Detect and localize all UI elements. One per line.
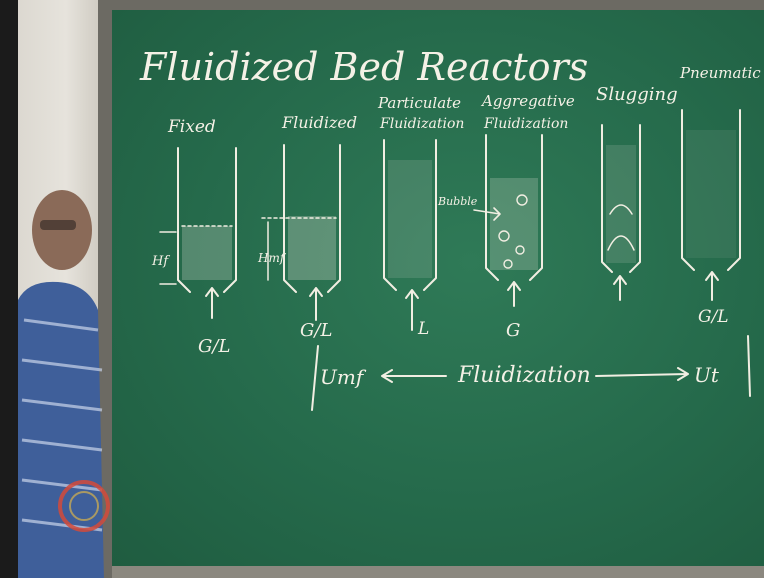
label-hf: Hf [151, 254, 170, 269]
label-fluidization: Fluidization [457, 363, 591, 388]
column-fixed: Hf G/L [151, 148, 236, 357]
label-fixed: Fixed [167, 117, 216, 137]
flow-fluidized: G/L [300, 320, 332, 341]
board-title: Fluidized Bed Reactors [139, 45, 588, 89]
label-bubble: Bubble [437, 195, 478, 208]
label-particulate: Particulate [377, 94, 461, 112]
flow-particulate: L [417, 319, 429, 339]
label-aggregative: Aggregative [480, 92, 575, 110]
flow-fixed: G/L [198, 336, 230, 357]
column-pneumatic: G/L [682, 110, 740, 327]
velocity-range: Umf Fluidization Ut [312, 336, 750, 410]
label-ut: Ut [694, 363, 720, 387]
column-fluidized: Hmf G/L [257, 145, 340, 341]
logo-watermark [56, 478, 112, 534]
label-aggregative-fluidization: Fluidization [483, 116, 568, 132]
label-particulate-fluidization: Fluidization [379, 116, 464, 132]
label-pneumatic: Pneumatic [679, 64, 761, 82]
flow-pneumatic: G/L [698, 307, 729, 327]
flow-aggregative: G [506, 320, 520, 341]
label-umf: Umf [320, 365, 367, 389]
label-fluidized: Fluidized [281, 113, 357, 132]
column-particulate: L [384, 140, 436, 339]
label-hmf: Hmf [257, 251, 287, 265]
column-slugging [602, 125, 640, 300]
label-slugging: Slugging [596, 84, 678, 105]
column-aggregative: Bubble G [437, 135, 542, 341]
